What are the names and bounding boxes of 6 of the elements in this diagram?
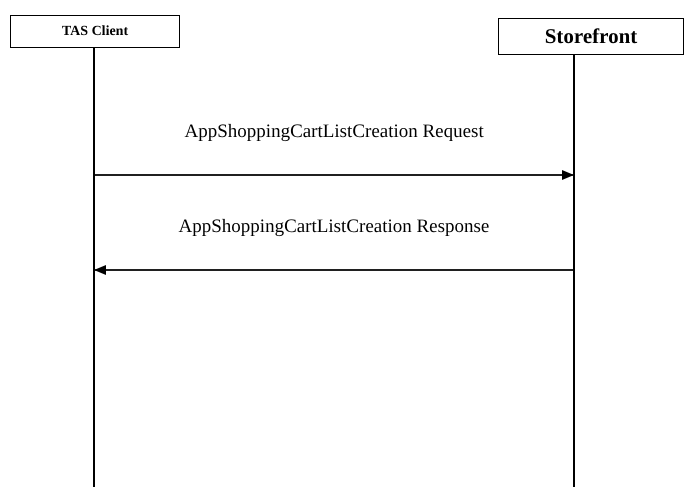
participant-box: TAS Client: [10, 15, 180, 48]
message-arrow: [94, 265, 574, 275]
edge-label: AppShoppingCartListCreation Response: [178, 216, 490, 238]
message-arrow: [94, 170, 574, 180]
edge-label: AppShoppingCartListCreation Request: [184, 121, 484, 143]
participant-box: Storefront: [498, 18, 684, 55]
